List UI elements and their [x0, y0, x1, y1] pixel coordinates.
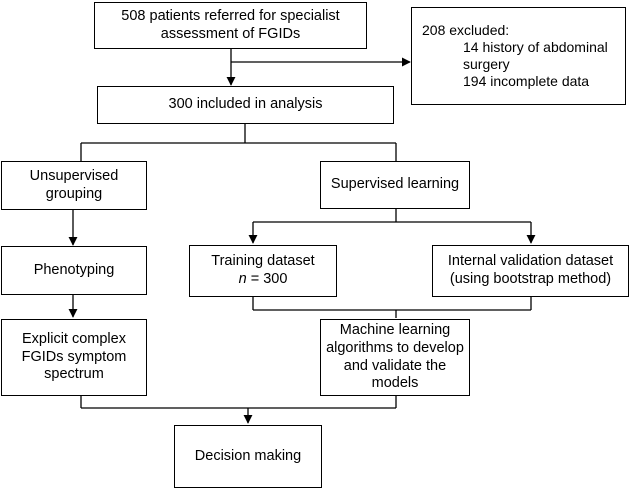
- box-excluded: 208 excluded: 14 history of abdominal su…: [411, 7, 626, 105]
- box-internal-validation: Internal validation dataset (using boots…: [432, 245, 629, 297]
- box-included-analysis: 300 included in analysis: [97, 86, 394, 124]
- box-patients-referred-text: 508 patients referred for specialist ass…: [121, 7, 340, 42]
- excluded-line-history: 14 history of abdominal: [463, 38, 608, 55]
- box-phenotyping-text: Phenotyping: [33, 261, 115, 278]
- box-internal-validation-text: Internal validation dataset (using boots…: [447, 253, 614, 287]
- excluded-line-surgery: surgery: [463, 56, 510, 72]
- box-patients-referred: 508 patients referred for specialist ass…: [94, 2, 367, 49]
- box-included-analysis-text: 300 included in analysis: [168, 96, 323, 113]
- box-training-dataset: Training dataset n = 300: [189, 245, 337, 297]
- excluded-line-incomplete: 194 incomplete data: [463, 73, 590, 90]
- box-supervised-learning: Supervised learning: [320, 161, 470, 209]
- box-machine-learning: Machine learning algorithms to develop a…: [320, 319, 470, 396]
- box-unsupervised-grouping-text: Unsupervised grouping: [29, 167, 119, 202]
- box-supervised-learning-text: Supervised learning: [330, 176, 460, 193]
- box-phenotyping: Phenotyping: [1, 246, 147, 295]
- training-dataset-n: n = 300: [211, 271, 314, 289]
- training-dataset-label: Training dataset: [211, 253, 315, 270]
- box-decision-making-text: Decision making: [194, 447, 302, 464]
- box-symptom-spectrum: Explicit complex FGIDs symptom spectrum: [1, 319, 147, 396]
- box-symptom-spectrum-text: Explicit complex FGIDs symptom spectrum: [21, 330, 127, 383]
- box-unsupervised-grouping: Unsupervised grouping: [1, 161, 147, 210]
- box-decision-making: Decision making: [174, 425, 322, 488]
- training-n-value: = 300: [246, 271, 288, 287]
- box-machine-learning-text: Machine learning algorithms to develop a…: [326, 322, 464, 392]
- box-training-dataset-text: Training dataset n = 300: [211, 253, 314, 288]
- excluded-title: 208 excluded:: [422, 21, 510, 38]
- training-n-symbol: n: [238, 271, 247, 287]
